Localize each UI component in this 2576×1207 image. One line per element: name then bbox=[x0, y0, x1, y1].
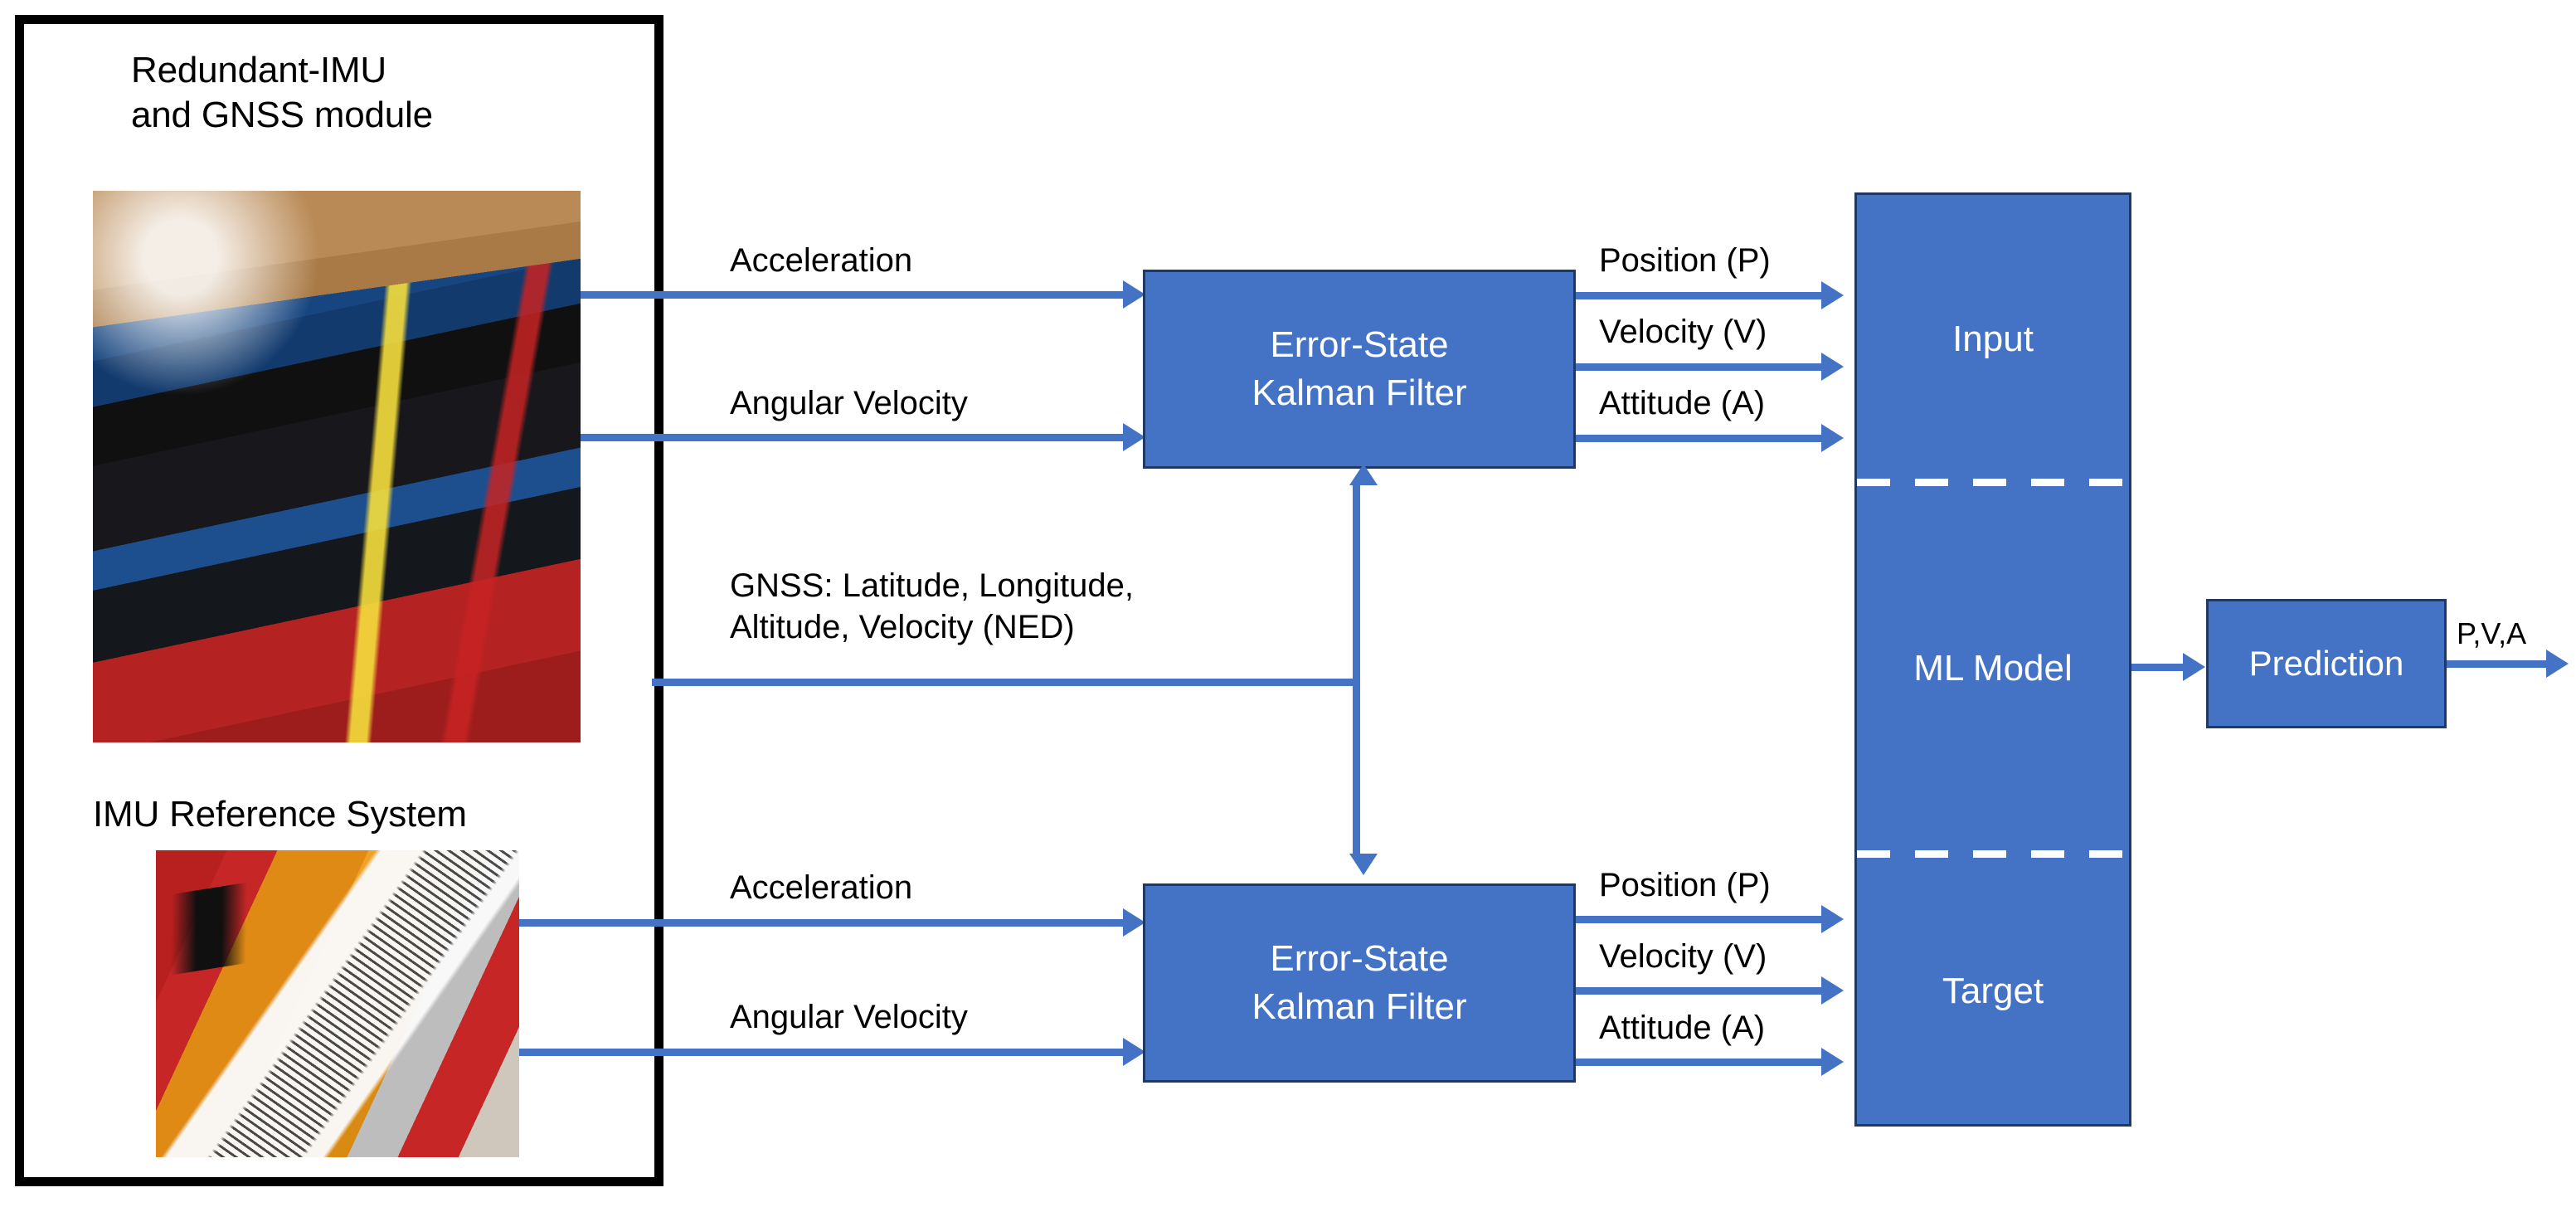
filter-coupling-line bbox=[1353, 484, 1360, 857]
top-acceleration-arrow-line bbox=[581, 291, 1128, 299]
ml-model-block[interactable]: Input ML Model Target bbox=[1854, 192, 2131, 1127]
top-attitude-arrow-head bbox=[1821, 424, 1844, 452]
bottom-attitude-arrow-head bbox=[1821, 1048, 1844, 1076]
top-position-label: Position (P) bbox=[1599, 242, 1771, 279]
top-velocity-arrow-head bbox=[1821, 353, 1844, 381]
prediction-label: Prediction bbox=[2248, 644, 2404, 684]
ml-to-prediction-line bbox=[2131, 664, 2188, 671]
top-velocity-label: Velocity (V) bbox=[1599, 314, 1767, 350]
gnss-feed-line bbox=[652, 679, 1359, 686]
bottom-velocity-label: Velocity (V) bbox=[1599, 938, 1767, 975]
bottom-acceleration-arrow-line bbox=[519, 919, 1128, 927]
top-angular-velocity-arrow-line bbox=[581, 434, 1128, 441]
bottom-attitude-arrow-line bbox=[1576, 1059, 1826, 1066]
ml-to-prediction-arrow-head bbox=[2183, 653, 2205, 681]
bottom-attitude-label: Attitude (A) bbox=[1599, 1010, 1766, 1046]
ml-segment-input: Input bbox=[1857, 195, 2129, 484]
ml-segment-input-label: Input bbox=[1952, 319, 2034, 359]
prediction-output-line bbox=[2447, 660, 2551, 668]
bottom-acceleration-label: Acceleration bbox=[730, 869, 913, 906]
bottom-position-label: Position (P) bbox=[1599, 867, 1771, 903]
redundant-imu-gnss-photo bbox=[93, 191, 581, 742]
imu-reference-system-photo bbox=[156, 850, 519, 1157]
filter-coupling-arrow-up bbox=[1349, 464, 1378, 485]
imu-reference-system-caption: IMU Reference System bbox=[93, 794, 467, 835]
ml-segment-target: Target bbox=[1857, 854, 2129, 1129]
error-state-kalman-filter-top[interactable]: Error-State Kalman Filter bbox=[1143, 270, 1576, 469]
ml-segment-model: ML Model bbox=[1857, 484, 2129, 854]
bottom-velocity-arrow-head bbox=[1821, 976, 1844, 1005]
error-state-kalman-filter-bottom[interactable]: Error-State Kalman Filter bbox=[1143, 883, 1576, 1083]
bottom-angular-velocity-arrow-head bbox=[1123, 1038, 1145, 1066]
eskf-bottom-label: Error-State Kalman Filter bbox=[1252, 937, 1467, 1027]
prediction-output-arrow-head bbox=[2546, 650, 2569, 678]
top-position-arrow-line bbox=[1576, 292, 1826, 299]
ml-divider-input-model bbox=[1857, 479, 2129, 486]
top-attitude-label: Attitude (A) bbox=[1599, 385, 1766, 421]
ml-segment-model-label: ML Model bbox=[1913, 648, 2073, 689]
bottom-position-arrow-head bbox=[1821, 905, 1844, 933]
bottom-velocity-arrow-line bbox=[1576, 987, 1826, 995]
top-acceleration-arrow-head bbox=[1123, 280, 1145, 309]
top-angular-velocity-arrow-head bbox=[1123, 423, 1145, 451]
ml-divider-model-target bbox=[1857, 850, 2129, 858]
bottom-angular-velocity-arrow-line bbox=[519, 1049, 1128, 1056]
filter-coupling-arrow-down bbox=[1349, 854, 1378, 875]
top-attitude-arrow-line bbox=[1576, 435, 1826, 442]
redundant-imu-gnss-caption: Redundant-IMU and GNSS module bbox=[131, 50, 433, 135]
bottom-position-arrow-line bbox=[1576, 916, 1826, 923]
prediction-output-label: P,V,A bbox=[2457, 616, 2527, 650]
gnss-label: GNSS: Latitude, Longitude, Altitude, Vel… bbox=[730, 567, 1134, 645]
top-angular-velocity-label: Angular Velocity bbox=[730, 385, 968, 421]
prediction-box[interactable]: Prediction bbox=[2206, 599, 2447, 728]
bottom-angular-velocity-label: Angular Velocity bbox=[730, 999, 968, 1035]
bottom-acceleration-arrow-head bbox=[1123, 908, 1145, 937]
top-acceleration-label: Acceleration bbox=[730, 242, 913, 279]
top-velocity-arrow-line bbox=[1576, 363, 1826, 371]
eskf-top-label: Error-State Kalman Filter bbox=[1252, 324, 1467, 413]
ml-segment-target-label: Target bbox=[1942, 971, 2044, 1011]
top-position-arrow-head bbox=[1821, 281, 1844, 309]
